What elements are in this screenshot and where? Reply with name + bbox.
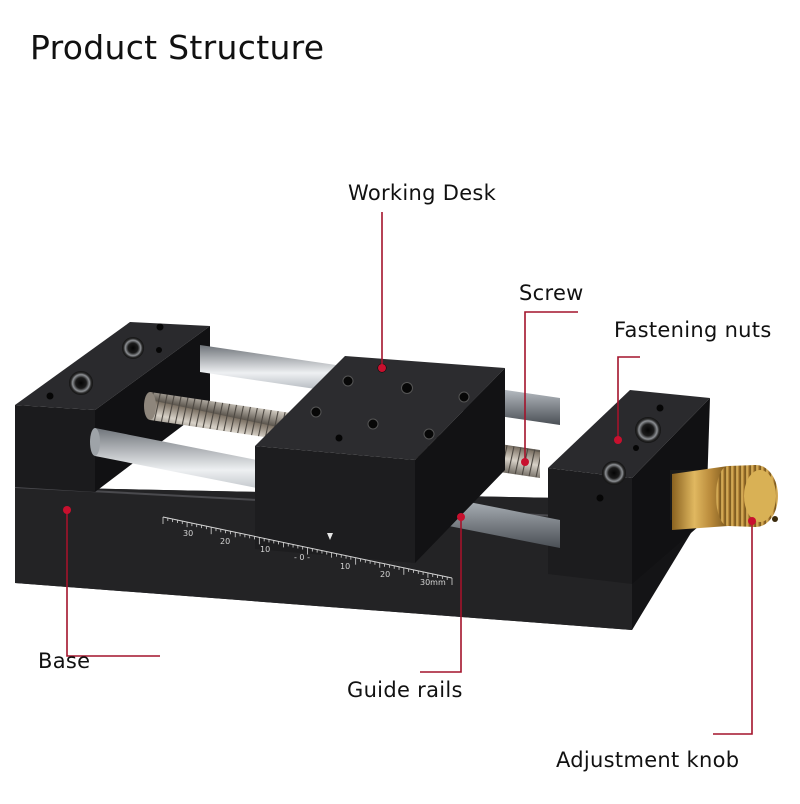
marker-working-desk xyxy=(378,364,386,372)
leader-guide-rails xyxy=(420,517,462,673)
scale-number: 30mm xyxy=(420,578,446,587)
marker-adjustment-knob xyxy=(748,517,756,525)
scale-number: 30 xyxy=(183,529,193,538)
millimeter-scale xyxy=(162,516,453,585)
scale-number: 20 xyxy=(380,570,390,579)
leader-screw xyxy=(524,311,578,462)
page-title: Product Structure xyxy=(30,28,325,67)
leader-adjustment-knob xyxy=(713,521,753,735)
marker-screw xyxy=(521,458,529,466)
leader-lines xyxy=(66,212,753,735)
label-adjustment-knob: Adjustment knob xyxy=(556,748,740,772)
label-working-desk: Working Desk xyxy=(348,181,497,205)
right-block-bolts xyxy=(596,404,664,502)
scale-number: 10 xyxy=(260,545,270,554)
label-fastening-nuts: Fastening nuts xyxy=(614,318,772,342)
working-desk-carriage xyxy=(255,356,505,563)
label-base: Base xyxy=(38,649,91,673)
adjustment-knob xyxy=(670,465,778,530)
leader-base xyxy=(66,510,160,657)
left-block-bolts xyxy=(46,323,164,400)
marker-fastening-nuts xyxy=(614,436,622,444)
scale-number: 10 xyxy=(340,562,350,571)
scale-number: - 0 - xyxy=(294,553,310,562)
label-guide-rails: Guide rails xyxy=(347,678,463,702)
label-screw: Screw xyxy=(519,281,584,305)
marker-guide-rails xyxy=(457,513,465,521)
scale-ticks xyxy=(162,517,453,585)
scale-numbers: 30 20 10 - 0 - 10 20 30mm xyxy=(183,529,446,587)
marker-dots xyxy=(63,364,756,525)
leader-fastening-nuts xyxy=(617,356,640,440)
marker-base xyxy=(63,506,71,514)
scale-number: 20 xyxy=(220,537,230,546)
